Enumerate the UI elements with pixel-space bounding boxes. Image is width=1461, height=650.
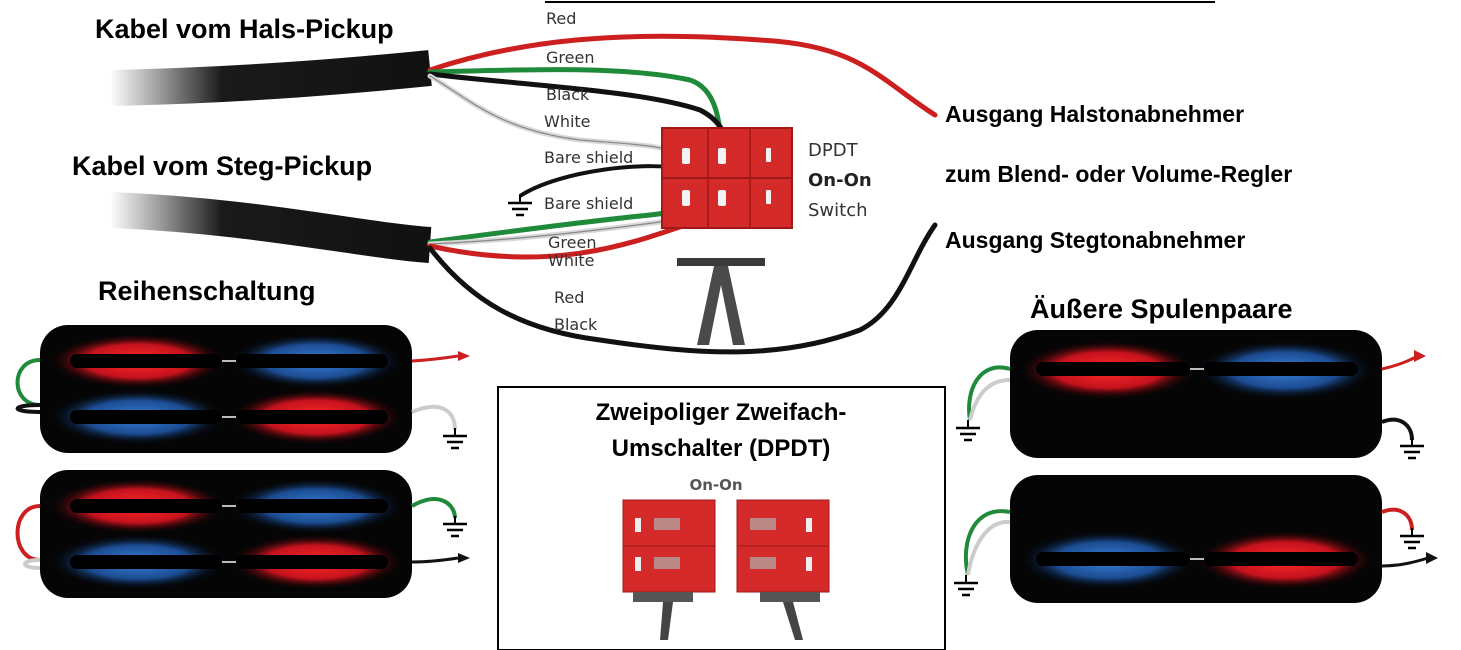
bridge-output-label: Ausgang Stegtonabnehmer	[945, 227, 1245, 253]
pickup-outer-bottom	[952, 475, 1438, 603]
wire-label-bridge-red: Red	[554, 288, 584, 307]
switch-name-switch: Switch	[808, 200, 868, 221]
neck-output-label: Ausgang Halstonabnehmer	[945, 101, 1244, 127]
toggle-switch-icon	[622, 499, 716, 640]
inset-title-line2: Umschalter (DPDT)	[612, 435, 831, 462]
inset-title-line1: Zweipoliger Zweifach-	[596, 399, 847, 426]
to-control-label: zum Blend- oder Volume-Regler	[945, 161, 1292, 187]
switch-name-dpdt: DPDT	[808, 140, 859, 161]
pickup-outer-top	[954, 330, 1426, 460]
wire-label-bridge-shield: Bare shield	[544, 194, 633, 213]
toggle-switch-icon	[736, 499, 830, 640]
outer-coils-label: Äußere Spulenpaare	[1030, 294, 1293, 324]
series-label: Reihenschaltung	[98, 276, 316, 306]
neck-wires	[427, 33, 938, 178]
pickup-series-top	[15, 325, 470, 453]
wire-label-bridge-white: White	[548, 251, 595, 270]
bridge-cable	[109, 192, 432, 263]
switch-name-onon: On-On	[808, 170, 872, 191]
bridge-cable-label: Kabel vom Steg-Pickup	[72, 151, 372, 181]
neck-cable	[109, 50, 432, 106]
wire-label-bridge-green: Green	[548, 233, 596, 252]
inset-onon: On-On	[689, 476, 742, 494]
wire-label-neck-white: White	[544, 112, 591, 131]
dpdt-inset: Zweipoliger Zweifach- Umschalter (DPDT) …	[497, 386, 946, 650]
ground-symbol-icon	[506, 193, 534, 217]
dpdt-switch	[661, 127, 793, 345]
wire-label-neck-red: Red	[546, 9, 576, 28]
wire-label-neck-shield: Bare shield	[544, 148, 633, 167]
arrow-output-icon	[458, 351, 470, 361]
wire-label-neck-green: Green	[546, 48, 594, 67]
neck-cable-label: Kabel vom Hals-Pickup	[95, 14, 394, 44]
pickup-series-bottom	[15, 470, 470, 598]
wire-label-neck-black: Black	[546, 85, 590, 104]
wire-label-bridge-black: Black	[554, 315, 598, 334]
